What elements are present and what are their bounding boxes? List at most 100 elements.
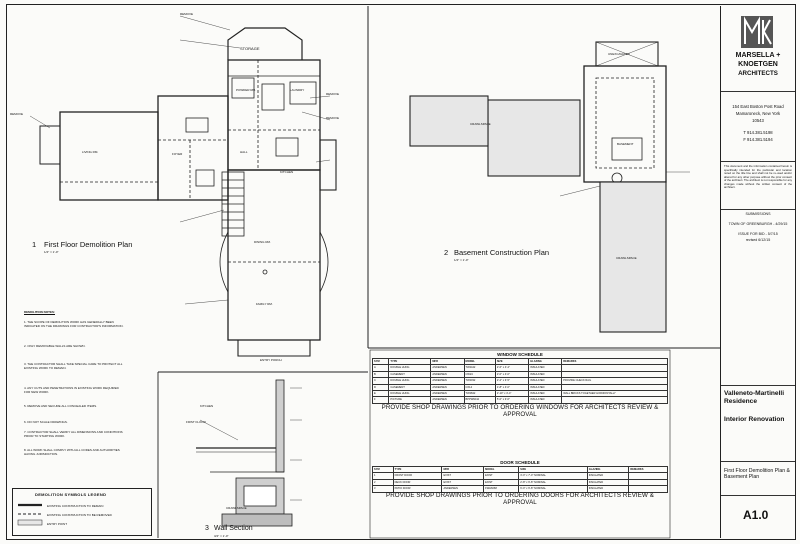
section-label-kitchen: KITCHEN <box>200 404 214 408</box>
legend-line-samples <box>17 503 43 526</box>
window-schedule-cell: PICTURE <box>388 396 432 404</box>
demolition-note: 1. THE SCOPE OF DEMOLITION WORK HAS GENE… <box>24 320 124 328</box>
room-label-living: LIVING RM. <box>82 150 99 154</box>
submissions-label: SUBMISSIONS <box>745 212 771 216</box>
room-label-powder: POWDER RM. <box>236 88 256 92</box>
window-schedule-cell: WALL BRICKS TOGETHER HORIZONTALLY <box>561 389 668 398</box>
demolition-note: 6. DO NOT SCALE DRAWINGS. <box>24 420 68 424</box>
window-schedule-cell: ANDERSEN <box>430 396 465 404</box>
door-shop-drawing-notice: PROVIDE SHOP DRAWINGS PRIOR TO ORDERING … <box>386 492 654 506</box>
door-schedule-cell: PATIO DOOR <box>392 485 443 493</box>
firm-name-line2: KNOETGEN <box>738 61 778 68</box>
firm-logo-mark <box>741 16 773 48</box>
section-label-first-floor: FIRST FLOOR <box>186 420 206 424</box>
window-shop-drawing-notice: PROVIDE SHOP DRAWINGS PRIOR TO ORDERING … <box>381 404 659 418</box>
drawing-1-scale: 1/4" = 1'-0" <box>44 250 59 254</box>
legend-item: EXISTING CONSTRUCTION TO REMAIN <box>47 504 104 508</box>
drawing-2-scale: 1/4" = 1'-0" <box>454 258 469 262</box>
firm-phone: T 914.381.5198 <box>743 130 773 135</box>
drawing-3-number: 3 <box>205 525 209 532</box>
room-label-dining: DINING RM. <box>254 240 271 244</box>
drawing-1-title: First Floor Demolition Plan <box>44 240 133 249</box>
drawing-3-scale: 3/4" = 1'-0" <box>214 534 229 538</box>
firm-name-line1: MARSELLA + <box>735 52 781 59</box>
room-label-family: FAMILY RM. <box>256 302 273 306</box>
sheet-title-panel: First Floor Demolition Plan & Basement P… <box>721 462 795 496</box>
room-label-storage: STORAGE <box>240 46 260 51</box>
submission-entry: TOWN OF GREENBURGH - 4/29/15 <box>728 222 788 226</box>
demolition-note: 5. REMOVE AND SECURE ALL CONCEALED ITEMS… <box>24 404 97 408</box>
room-label-kitchen: KITCHEN <box>280 170 294 174</box>
room-label-entry-porch: ENTRY PORCH <box>260 358 282 362</box>
drawing-1-number: 1 <box>32 240 37 249</box>
submissions-panel: SUBMISSIONS TOWN OF GREENBURGH - 4/29/15… <box>721 210 795 386</box>
copyright-panel: This document and the information contai… <box>721 162 795 210</box>
firm-name-line3: ARCHITECTS <box>738 70 778 77</box>
title-block: MARSELLA + KNOETGEN ARCHITECTS 154 East … <box>720 6 795 538</box>
window-schedule-cell: F <box>371 396 390 404</box>
sheet-number: A1.0 <box>743 508 769 522</box>
demolition-note: 2. ONLY REMOVABLE WALLS ARE SHOWN. <box>24 344 86 348</box>
submission-entry: ISSUE FOR BID - 5/7/15 <box>738 232 778 236</box>
firm-address-panel: 154 East Boston Post Road Mamaroneck, Ne… <box>721 92 795 162</box>
drawing-2-title: Basement Construction Plan <box>454 248 550 257</box>
submission-entry: revised 6/12/15 <box>745 238 771 242</box>
door-schedule-cell <box>628 485 668 493</box>
basement-plan-linework <box>409 41 690 333</box>
section-label-crawlspace: CRAWLSPACE <box>226 506 247 510</box>
window-schedule-title: WINDOW SCHEDULE <box>497 352 543 357</box>
wall-section-linework <box>196 379 302 527</box>
legend-item: EXISTING CONSTRUCTION TO BE REMOVED <box>47 513 112 517</box>
firm-logo-panel: MARSELLA + KNOETGEN ARCHITECTS <box>721 6 795 92</box>
client-name: Valleneto-Martinelli Residence <box>724 390 785 405</box>
demolition-note: 4. ANY CUTS AND PENETRATIONS IN EXISTING… <box>24 386 119 394</box>
demolition-notes-title: DEMOLITION NOTES: <box>24 310 55 314</box>
door-schedule-cell: 6'-0" x 6'-8" NOMINAL <box>518 485 588 493</box>
room-label-crawlspace: CRAWLSPACE <box>470 122 491 126</box>
room-label-basement: BASEMENT <box>617 142 634 146</box>
firm-fax: F 914.381.5194 <box>743 137 773 142</box>
legend-item: ENTRY POINT <box>47 522 68 526</box>
demo-note-tag: REMOVE <box>326 92 340 96</box>
demo-note-tag: REMOVE <box>10 112 24 116</box>
sheet-title: First Floor Demolition Plan & Basement P… <box>724 468 791 481</box>
room-label-foyer: FOYER <box>172 152 183 156</box>
firm-address-3: 10543 <box>752 118 764 123</box>
demolition-note: 8. ALL WORK SHALL COMPLY WITH ALL CODES … <box>24 448 120 456</box>
legend-title: DEMOLITION SYMBOLS LEGEND <box>35 492 107 497</box>
sheet-number-panel: A1.0 <box>721 496 795 538</box>
demolition-note: 3. THE CONTRACTOR SHALL TAKE SPECIAL CAR… <box>24 362 123 370</box>
demolition-note: 7. CONTRACTOR SHALL VERIFY ALL DIMENSION… <box>24 430 123 438</box>
door-schedule-title: DOOR SCHEDULE <box>500 460 540 465</box>
firm-address-1: 154 East Boston Post Road <box>732 104 784 109</box>
demo-note-tag: REMOVE <box>180 12 194 16</box>
window-schedule-cell: 5'-0" x 3'-6" <box>494 396 530 404</box>
drawing-2-number: 2 <box>444 248 449 257</box>
sheet-border <box>6 4 796 540</box>
room-label-hall: HALL <box>240 150 248 154</box>
project-panel: Valleneto-Martinelli Residence Interior … <box>721 386 795 462</box>
demolition-symbols-legend: DEMOLITION SYMBOLS LEGEND EXISTING CONST… <box>12 488 152 536</box>
project-name: Interior Renovation <box>724 416 785 423</box>
window-schedule-cell <box>561 396 668 404</box>
firm-address-2: Mamaroneck, New York <box>735 111 781 116</box>
first-floor-plan-linework <box>29 15 337 357</box>
room-label-crawlspace: CRAWLSPACE <box>616 256 637 260</box>
window-schedule-cell: INSULATED <box>528 396 563 404</box>
demo-note-tag: REMOVE <box>326 116 340 120</box>
room-label-unexcavated: UNEXCAVATED <box>608 52 630 56</box>
room-label-laundry: LAUNDRY <box>290 88 305 92</box>
drawing-3-title: Wall Section <box>214 525 253 532</box>
copyright-notice: This document and the information contai… <box>724 164 792 189</box>
window-schedule-cell: BPPW6044 <box>463 396 496 404</box>
